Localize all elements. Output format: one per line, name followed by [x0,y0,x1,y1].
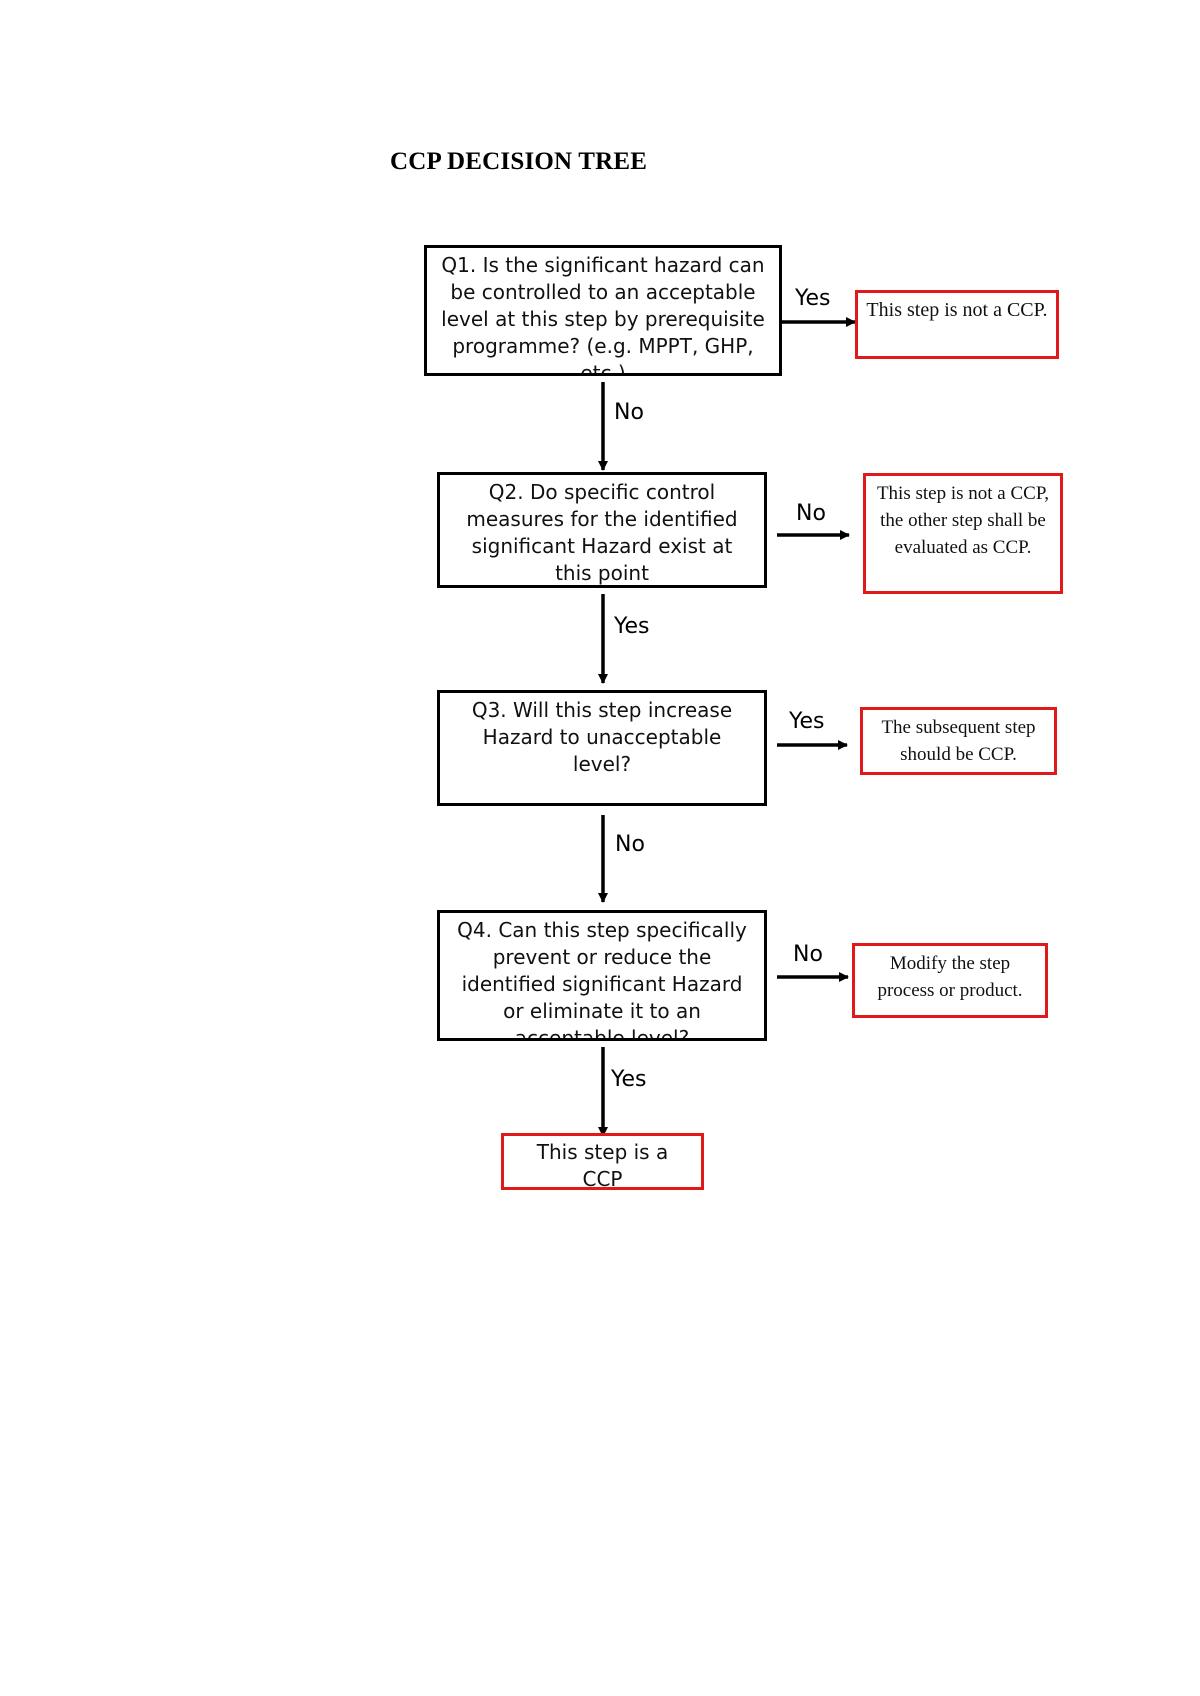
outcome-box-q4-no: Modify the step process or product. [852,943,1048,1018]
question-box-q2: Q2. Do specific control measures for the… [437,472,767,588]
edge-label-q4-right: No [793,942,823,967]
edge-label-q1-down: No [614,400,644,425]
outcome-box-q1-yes: This step is not a CCP. [855,290,1059,359]
question-box-q3: Q3. Will this step increase Hazard to un… [437,690,767,806]
edge-label-q2-down: Yes [614,614,650,639]
question-box-q1: Q1. Is the significant hazard can be con… [424,245,782,376]
edge-label-q3-right: Yes [789,709,825,734]
question-text-q1: Q1. Is the significant hazard can be con… [441,253,765,376]
question-text-q2: Q2. Do specific control measures for the… [466,480,738,585]
edge-label-q2-right: No [796,501,826,526]
outcome-text-q4-yes: This step is a CCP [536,1140,669,1190]
question-text-q4: Q4. Can this step specifically prevent o… [457,918,747,1041]
outcome-text-q1-yes: This step is not a CCP. [866,299,1048,321]
outcome-text-q4-no: Modify the step process or product. [877,953,1023,1001]
outcome-text-q3-yes: The subsequent step should be CCP. [881,717,1036,765]
edge-label-q1-right: Yes [795,286,831,311]
outcome-box-q4-yes: This step is a CCP [501,1133,704,1190]
outcome-text-q2-no: This step is not a CCP, the other step s… [876,483,1050,558]
question-box-q4: Q4. Can this step specifically prevent o… [437,910,767,1041]
page-title: CCP DECISION TREE [390,148,648,175]
outcome-box-q3-yes: The subsequent step should be CCP. [860,707,1057,775]
question-text-q3: Q3. Will this step increase Hazard to un… [471,698,733,776]
edge-label-q4-down: Yes [611,1067,647,1092]
edge-label-q3-down: No [615,832,645,857]
outcome-box-q2-no: This step is not a CCP, the other step s… [863,473,1063,594]
